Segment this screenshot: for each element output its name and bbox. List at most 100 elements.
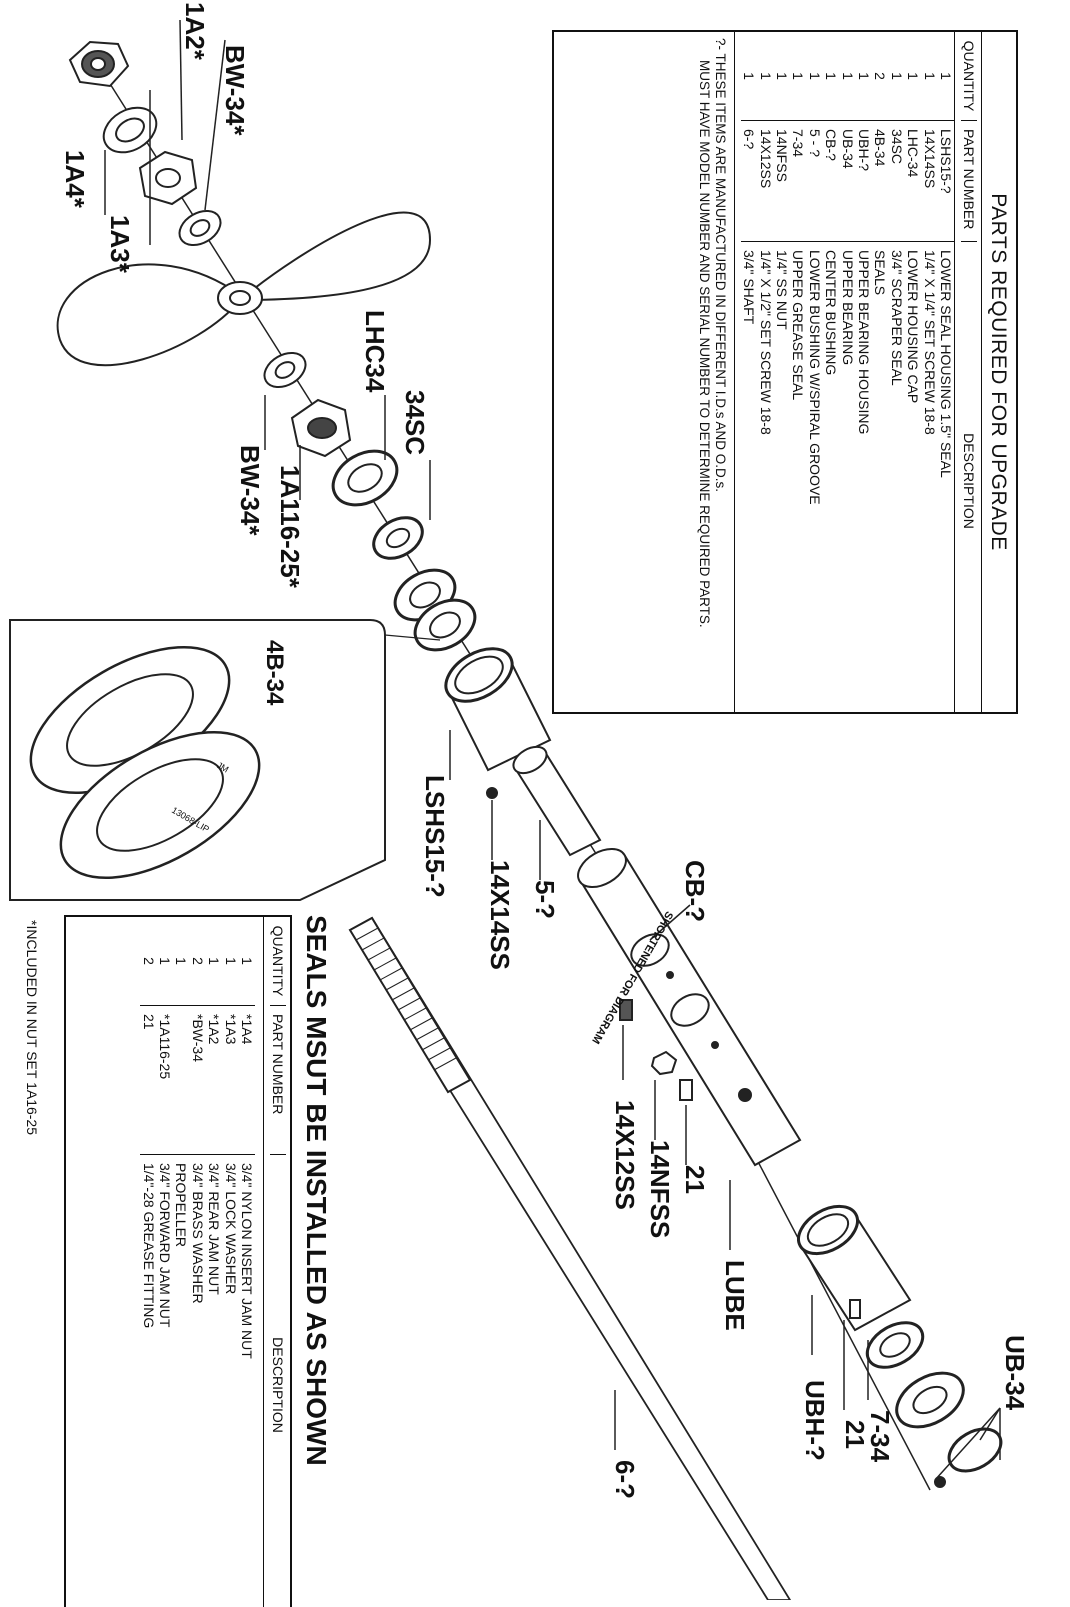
upgrade-table-header: QUANTITY PART NUMBER DESCRIPTION: [954, 32, 982, 712]
nut-header-description: DESCRIPTION: [270, 1337, 286, 1433]
row-description: 1/4" SS NUT: [773, 250, 790, 330]
upgrade-table-title: PARTS REQUIRED FOR UPGRADE: [987, 193, 1010, 551]
row-part-number: CB-?: [822, 121, 840, 242]
row-quantity: 1: [839, 32, 856, 121]
callout-21-lower: 21: [680, 1165, 710, 1194]
brass-washer-mid-part: [263, 351, 307, 389]
row-description: UPPER BEARING HOUSING: [855, 250, 872, 435]
lock-washer-part: [102, 106, 158, 154]
nut-set-footnote: *INCLUDED IN NUT SET 1A16-25: [24, 920, 40, 1135]
seal-install-heading: SEALS MSUT BE INSTALLED AS SHOWN: [301, 915, 332, 1466]
row-part-number: LSHS15-?: [937, 121, 954, 242]
shortened-note: SHORTENED FOR DIAGRAM: [589, 909, 675, 1046]
row-quantity: 1: [937, 32, 954, 121]
seal-marking-jm: JM: [215, 760, 231, 775]
row-part-number: LHC-34: [904, 121, 922, 242]
header-description: DESCRIPTION: [961, 433, 977, 529]
callout-1a116: 1A116-25*: [275, 465, 305, 588]
row-quantity: 1: [822, 32, 840, 121]
callout-14x12ss: 14X12SS: [610, 1100, 640, 1210]
nylon-jam-nut-part: [68, 40, 130, 88]
row-quantity: 1: [921, 32, 938, 121]
upper-bearing-collar-part: [947, 1427, 1003, 1473]
callout-lhc34: LHC34: [360, 310, 390, 393]
table-row: 2*BW-34 3/4" BRASS WASHER: [189, 917, 206, 1607]
row-part-number: *BW-34: [189, 1006, 206, 1155]
brass-washer-top-part: [178, 209, 222, 247]
row-part-number: 14NFSS: [773, 121, 790, 242]
row-description: 3/4" NYLON INSERT JAM NUT: [239, 1163, 255, 1359]
grease-fitting-21-lower-part: [679, 1079, 693, 1101]
row-part-number: 21: [140, 1006, 157, 1155]
row-quantity: 1: [156, 917, 173, 1006]
callout-lube: LUBE: [720, 1260, 750, 1331]
row-part-number: *1A116-25: [156, 1006, 173, 1155]
row-quantity: 2: [189, 917, 206, 1006]
callout-1a2: 1A2*: [180, 2, 210, 60]
row-description: 3/4" REAR JAM NUT: [206, 1163, 223, 1295]
row-quantity: 2: [140, 917, 157, 1006]
header-part-number: PART NUMBER: [961, 121, 977, 242]
row-quantity: 1: [222, 917, 239, 1006]
row-quantity: 1: [238, 917, 255, 1006]
row-part-number: 4B-34: [871, 121, 889, 242]
row-description: SEALS: [872, 250, 889, 296]
row-description: CENTER BUSHING: [823, 250, 840, 376]
callout-bw34-top: BW-34*: [220, 45, 250, 136]
row-description: LOWER BUSHING W/SPIRAL GROOVE: [806, 250, 823, 505]
row-part-number: *1A3: [222, 1006, 239, 1155]
grease-fitting-21-upper-part: [849, 1299, 861, 1319]
inset-seal-label: 4B-34: [261, 640, 288, 706]
scraper-seal-part: [372, 516, 424, 560]
row-description: 1/4" X 1/2" SET SCREW 18-8: [757, 250, 774, 435]
upgrade-parts-table: PARTS REQUIRED FOR UPGRADE QUANTITY PART…: [552, 30, 1018, 714]
upper-grease-seal-part: [865, 1321, 925, 1369]
row-description: 3/4" LOCK WASHER: [222, 1163, 239, 1295]
row-quantity: 1: [205, 917, 223, 1006]
row-quantity: 2: [871, 32, 889, 121]
callout-bw34-mid: BW-34*: [235, 445, 265, 536]
row-quantity: 1: [855, 32, 872, 121]
nut-table-header: QUANTITY PART NUMBER DESCRIPTION: [263, 917, 290, 1607]
callout-cb: CB-?: [680, 860, 710, 923]
row-quantity: 1: [757, 32, 774, 121]
row-description: UPPER BEARING: [839, 250, 856, 366]
row-part-number: UBH-?: [855, 121, 872, 242]
row-part-number: 5 - ?: [806, 121, 823, 242]
row-description: 1/4"-28 GREASE FITTING: [140, 1163, 157, 1329]
table-row: 1*1A116-25 3/4" FORWARD JAM NUT: [156, 917, 173, 1607]
seal-pair-part-2: [413, 598, 477, 652]
row-quantity: 1: [888, 32, 905, 121]
row-description: 1/4" X 1/4" SET SCREW 18-8: [921, 250, 938, 435]
table-row: 1*1A3 3/4" LOCK WASHER: [222, 917, 239, 1607]
row-quantity: 1: [789, 32, 807, 121]
seal-marking-lip: 13068-LIP: [170, 805, 211, 835]
callout-1a3: 1A3*: [105, 215, 135, 273]
row-description: 3/4" BRASS WASHER: [189, 1163, 206, 1304]
callout-6: 6-?: [610, 1460, 640, 1499]
header-quantity: QUANTITY: [961, 32, 977, 121]
callout-34sc: 34SC: [400, 390, 430, 456]
callout-14x14ss: 14X14SS: [485, 860, 515, 970]
callout-lshs15: LSHS15-?: [420, 775, 450, 898]
callout-21-upper: 21: [840, 1420, 870, 1449]
row-description: 3/4" FORWARD JAM NUT: [156, 1163, 173, 1328]
callout-5: 5-?: [530, 880, 560, 919]
note-line-2: MUST HAVE MODEL NUMBER AND SERIAL NUMBER…: [697, 60, 713, 628]
row-part-number: [172, 1006, 190, 1155]
row-part-number: 14X12SS: [757, 121, 774, 242]
